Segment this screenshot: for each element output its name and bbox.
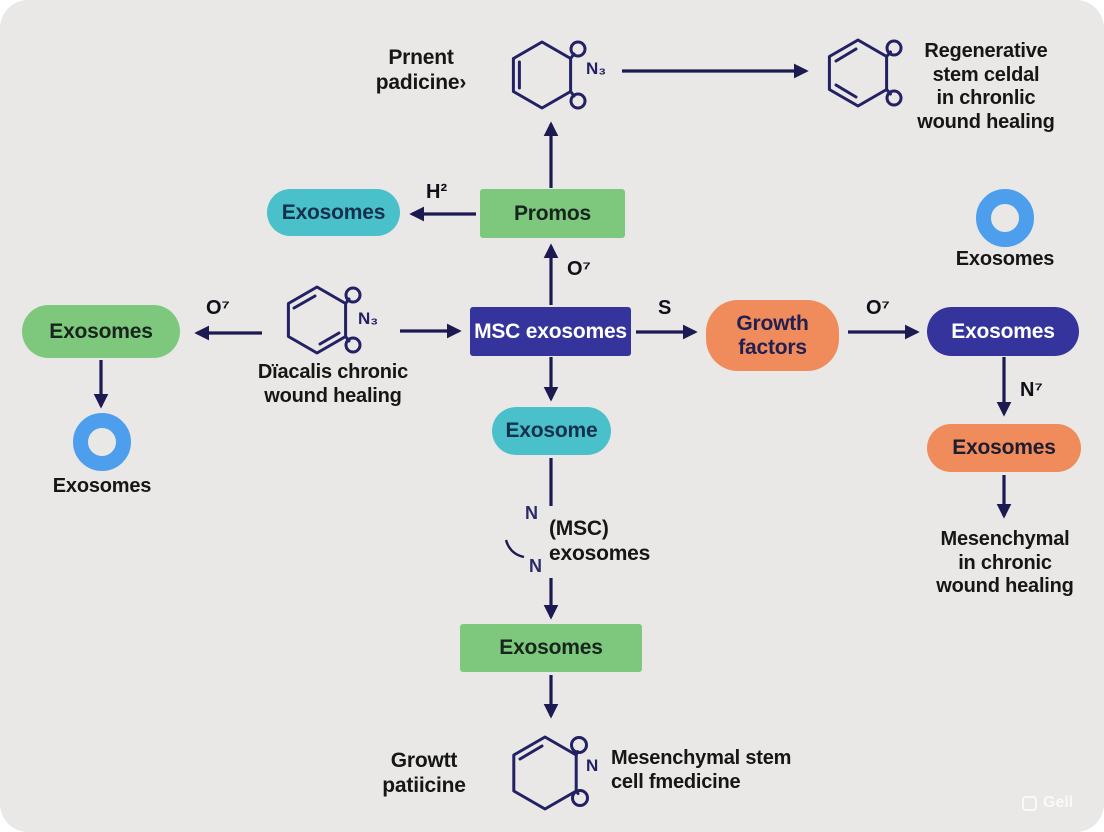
edge-label-o7-right: O⁷ xyxy=(866,297,890,319)
node-exosomes-green-bottom: Exosomes xyxy=(460,624,642,672)
ring-label-right: Exosomes xyxy=(955,248,1055,270)
watermark-icon xyxy=(1022,795,1037,811)
chemical-structure-top-center xyxy=(511,40,587,110)
chemical-structure-top-right xyxy=(827,38,903,108)
chem-label-n-mid-lower: N xyxy=(529,556,542,576)
edge-label-h2: H² xyxy=(426,181,448,203)
annotation-regenerative: Regenerative stem celdal in chronlic wou… xyxy=(917,40,1055,133)
node-msc-exosomes: MSC exosomes xyxy=(470,307,631,356)
annotation-mesenchymal-right: Mesenchymal in chronic wound healing xyxy=(936,528,1074,598)
annotation-mesenchymal-bottom: Mesenchymal stem cell fmedicine xyxy=(611,747,792,793)
annotation-diacalis: Dïacalis chronic wound healing xyxy=(257,361,409,407)
edge-label-n7: N⁷ xyxy=(1020,379,1043,401)
chem-label-n3-left: N₃ xyxy=(358,309,379,328)
annotation-msc-note: (MSC) exosomes xyxy=(549,517,651,565)
node-growth-factors: Growth factors xyxy=(706,300,839,371)
edge-label-s: S xyxy=(658,297,672,319)
exosome-ring-icon xyxy=(976,189,1034,247)
node-promos: Promos xyxy=(480,189,625,238)
node-exosomes-teal: Exosomes xyxy=(267,189,400,236)
chem-label-n-bottom: N xyxy=(586,756,599,775)
chem-label-n-mid-upper: N xyxy=(525,503,538,523)
annotation-growtt: Growtt patiicine xyxy=(382,749,466,797)
chemical-structure-left xyxy=(286,285,362,355)
edge-label-o7-left: O⁷ xyxy=(206,297,230,319)
node-exosome-teal-mid: Exosome xyxy=(492,407,611,455)
node-exosomes-navy-right: Exosomes xyxy=(927,307,1079,356)
edge-label-o7-top: O⁷ xyxy=(567,258,591,280)
node-exosomes-green-left: Exosomes xyxy=(22,305,180,358)
ring-label-left: Exosomes xyxy=(52,475,152,497)
exosome-ring-icon xyxy=(73,413,131,471)
watermark: Gell xyxy=(1022,794,1073,812)
chemical-structure-bottom xyxy=(512,735,589,811)
chem-label-n3-top: N₃ xyxy=(586,59,607,78)
annotation-parent-medicine: Prnent padicine› xyxy=(375,46,467,94)
node-exosomes-orange-right: Exosomes xyxy=(927,424,1081,472)
watermark-text: Gell xyxy=(1043,794,1074,811)
